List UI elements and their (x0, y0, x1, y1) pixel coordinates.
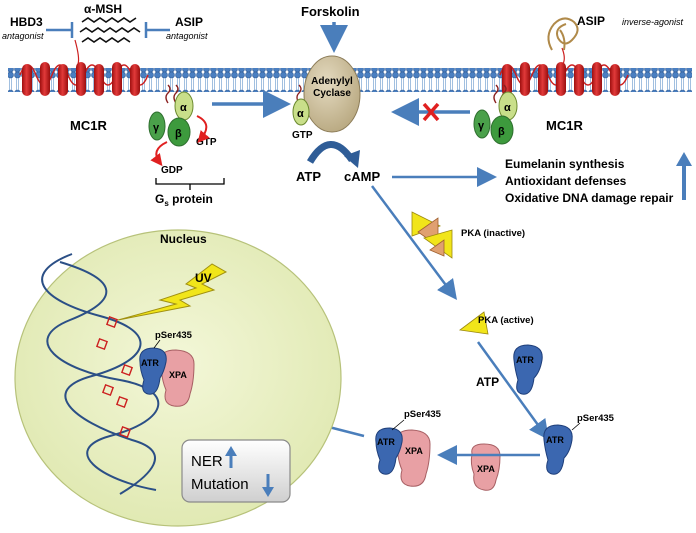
uv-lightning-icon (117, 263, 228, 321)
forskolin-label: Forskolin (301, 4, 360, 19)
hbd3-role-label: antagonist (2, 31, 44, 41)
outcome-eumelanin: Eumelanin synthesis (505, 157, 625, 171)
camp-to-pka-arrow (370, 185, 457, 301)
asip-left-role-label: antagonist (166, 31, 208, 41)
outcome-dna-repair: Oxidative DNA damage repair (505, 191, 674, 205)
mc1r-left-label: MC1R (70, 118, 107, 133)
asip-right-label: ASIP (577, 14, 605, 28)
mutation-label: Mutation (191, 476, 249, 493)
gs-protein-label: Gs protein (155, 192, 213, 208)
gs-beta-subunit-left (167, 117, 191, 147)
atp-to-camp-conversion-arrow (306, 141, 355, 164)
atr-nucleus-label: ATR (141, 358, 159, 368)
alpha-msh-peptide (79, 17, 141, 43)
gs-gamma-subunit-left (148, 111, 166, 141)
ner-mutation-box (181, 439, 291, 503)
atp-to-camp-arrowhead (344, 150, 360, 168)
atr-phosphorylated-label: ATR (546, 435, 564, 445)
mc1r-right-receptor (499, 47, 629, 96)
pka-active-icon (458, 311, 489, 335)
mc1r-right-label: MC1R (546, 118, 583, 133)
gs-alpha-at-cyclase (292, 84, 310, 126)
pka-inactive-label: PKA (inactive) (461, 228, 525, 239)
gs-gamma-right-label: γ (478, 120, 485, 132)
mc1r-left-helices (22, 62, 140, 96)
pser435-phos-label: pSer435 (577, 413, 615, 424)
gtp-cyclase-label: GTP (292, 130, 313, 141)
gs-protein-bracket (155, 178, 225, 190)
atr-xpa-complex-nucleus (139, 347, 195, 407)
gtp-left-label: GTP (196, 137, 217, 148)
atp-phosphorylation-label: ATP (476, 375, 499, 389)
ner-label: NER (191, 453, 223, 470)
alpha-msh-label: α-MSH (84, 2, 122, 16)
hbd3-label: HBD3 (10, 15, 43, 29)
dna-damage-markers (95, 315, 134, 439)
gs-alpha-right-label: α (504, 102, 511, 114)
gs-beta-left-label: β (175, 128, 182, 140)
adenylyl-cyclase-label-line2: Cyclase (313, 88, 351, 99)
xpa-complex-outside-label: XPA (405, 446, 423, 456)
mutation-decrease-arrow-icon (262, 474, 274, 497)
gs-protein-right (473, 84, 518, 145)
pka-to-atr-arrow (476, 341, 549, 441)
uv-label: UV (195, 271, 212, 285)
pser435-phos-pointer (571, 422, 581, 431)
outcomes-increase-arrow-icon (676, 152, 692, 200)
nucleus-label: Nucleus (160, 232, 207, 246)
pser435-nucleus-label: pSer435 (155, 330, 193, 341)
asip-right-role-label: inverse-agonist (622, 17, 684, 27)
hbd3-inhibition-icon (46, 22, 74, 38)
outcome-antioxidant: Antioxidant defenses (505, 174, 627, 188)
atp-label: ATP (296, 169, 321, 184)
gs-alpha-cyclase-label: α (297, 108, 304, 120)
adenylyl-cyclase-label-line1: Adenylyl (311, 76, 353, 87)
pka-active-label: PKA (active) (478, 315, 534, 326)
gdp-label: GDP (161, 165, 183, 176)
asip-inhibition-icon (144, 22, 170, 38)
block-x-icon (422, 102, 440, 122)
gs-gamma-left-label: γ (153, 122, 160, 134)
pka-inactive-icon (411, 211, 453, 259)
asip-left-label: ASIP (175, 15, 203, 29)
gtp-gdp-cycle-arrows (150, 115, 210, 167)
pser435-outside-label: pSer435 (404, 409, 442, 420)
gs-alpha-left-label: α (180, 102, 187, 114)
mc1r-left-receptor (19, 39, 149, 96)
xpa-nucleus-label: XPA (169, 370, 187, 380)
dna-double-helix (41, 253, 160, 495)
xpa-free-label: XPA (477, 464, 495, 474)
atr-xpa-complex-outside (375, 427, 431, 487)
gs-protein-left (148, 84, 194, 147)
atr-free-protein (513, 344, 543, 395)
ner-increase-arrow-icon (225, 446, 237, 468)
atr-complex-outside-label: ATR (377, 437, 395, 447)
gs-beta-right-label: β (498, 126, 505, 138)
pser435-nucleus-pointer (153, 339, 161, 349)
atr-phosphorylated-protein (543, 424, 573, 475)
camp-label: cAMP (344, 169, 380, 184)
atr-free-label: ATR (516, 355, 534, 365)
asip-inverse-agonist-peptide (547, 17, 579, 51)
adenylyl-cyclase (303, 55, 361, 133)
pser435-outside-pointer (391, 419, 405, 431)
